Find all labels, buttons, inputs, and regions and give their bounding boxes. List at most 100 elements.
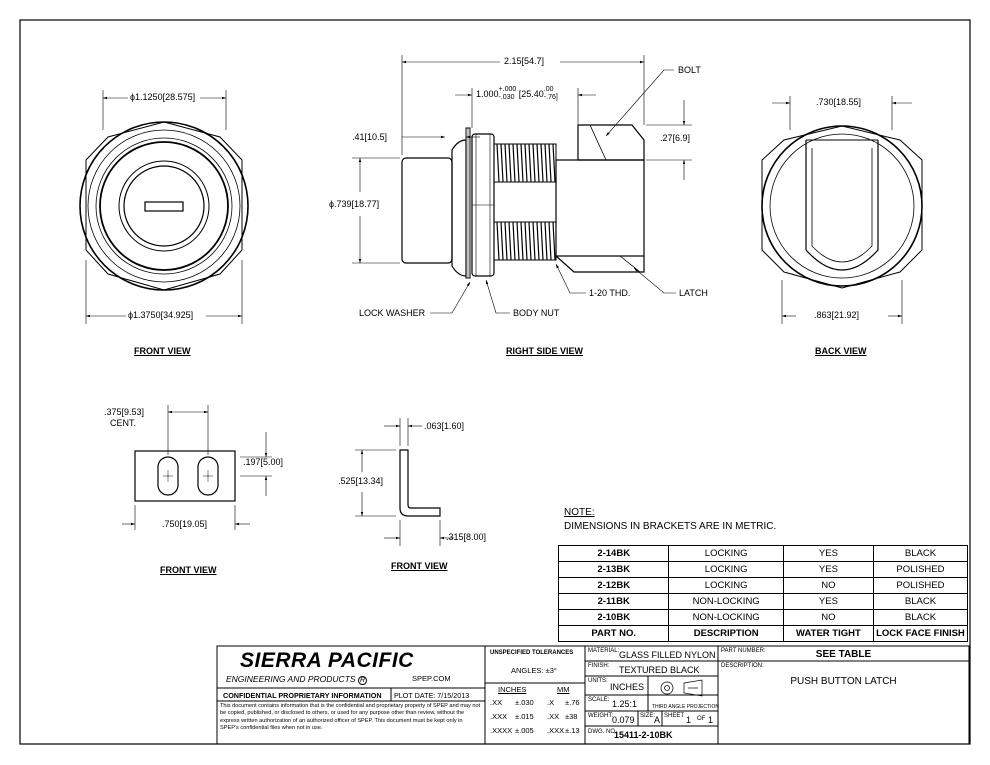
bracket-thickness-dim: .063[1.60] bbox=[424, 421, 465, 431]
angles-tolerance: ANGLES: ±3° bbox=[511, 666, 557, 675]
body-length-dim: 1.000+.000-.030 [25.40.00-.76] bbox=[476, 86, 558, 102]
tolerance-mm-tol: ±.76 bbox=[565, 698, 580, 707]
thread-line bbox=[512, 143, 516, 183]
front-diameter-bottom-dim: ϕ1.3750[34.925] bbox=[128, 310, 194, 320]
tol-mm-header: MM bbox=[557, 685, 570, 694]
tolerance-mm-fmt: .XX bbox=[547, 712, 560, 721]
part-number-value: SEE TABLE bbox=[815, 649, 872, 660]
of-value: 1 bbox=[708, 715, 714, 725]
parts-cell-water: YES bbox=[782, 545, 874, 562]
thread-line bbox=[548, 143, 552, 183]
size-value: A bbox=[654, 715, 661, 725]
thread-callout: 1-20 THD. bbox=[589, 288, 631, 298]
weight-label: WEIGHT: bbox=[588, 713, 613, 719]
back-bottom-dim: .863[21.92] bbox=[814, 310, 860, 320]
parts-cell-desc: DESCRIPTION bbox=[668, 625, 784, 642]
tolerance-in-tol: ±.005 bbox=[515, 726, 534, 735]
bracket-front-view-title: FRONT VIEW bbox=[160, 565, 217, 575]
parts-cell-desc: LOCKING bbox=[668, 561, 784, 578]
tolerance-in-tol: ±.015 bbox=[515, 712, 534, 721]
thread-line bbox=[496, 221, 500, 261]
back-top-dim: .730[18.55] bbox=[816, 97, 862, 107]
body-nut-callout: BODY NUT bbox=[513, 308, 560, 318]
body-tol-minus: -.030 bbox=[498, 94, 515, 101]
thread-line bbox=[552, 221, 556, 261]
thread-line bbox=[544, 221, 548, 261]
parts-cell-water: YES bbox=[782, 593, 874, 610]
parts-cell-desc: NON-LOCKING bbox=[668, 593, 784, 610]
slot-spacing-dim: .375[9.53] bbox=[104, 407, 145, 417]
parts-cell-water: WATER TIGHT bbox=[782, 625, 874, 642]
confidential-label: CONFIDENTIAL PROPRIETARY INFORMATION bbox=[223, 691, 382, 700]
parts-cell-finish: LOCK FACE FINISH bbox=[872, 625, 969, 642]
thread-line bbox=[520, 143, 524, 183]
thread-line bbox=[532, 143, 536, 183]
tolerance-in-tol: ±.030 bbox=[515, 698, 534, 707]
finish-value: TEXTURED BLACK bbox=[619, 665, 700, 675]
bracket-width-dim: .750[19.05] bbox=[162, 519, 208, 529]
description-label: DESCRIPTION: bbox=[721, 663, 764, 669]
slot-height-dim: .197[5.00] bbox=[243, 457, 284, 467]
part-number-label: PART NUMBER: bbox=[721, 648, 766, 654]
scale-label: SCALE: bbox=[588, 697, 610, 703]
parts-cell-part: 2-12BK bbox=[557, 577, 670, 594]
thread-line bbox=[496, 143, 500, 183]
of-label: OF bbox=[697, 716, 706, 722]
thread-line bbox=[528, 221, 532, 261]
thread-line bbox=[536, 221, 540, 261]
parts-cell-water: NO bbox=[782, 577, 874, 594]
weight-value: 0.079 bbox=[612, 715, 635, 725]
shaft-diameter-dim: ϕ.739[18.77] bbox=[329, 199, 380, 209]
parts-cell-desc: LOCKING bbox=[668, 545, 784, 562]
front-view-title: FRONT VIEW bbox=[134, 346, 191, 356]
parts-cell-part: 2-13BK bbox=[557, 561, 670, 578]
thread-line bbox=[540, 221, 544, 261]
thread-line bbox=[508, 143, 512, 183]
sheet-label: SHEET bbox=[664, 713, 685, 719]
thread-line bbox=[516, 143, 520, 183]
size-label: SIZE: bbox=[640, 713, 656, 719]
parts-cell-finish: BLACK bbox=[872, 609, 969, 626]
thread-line bbox=[520, 221, 524, 261]
right-side-view-title: RIGHT SIDE VIEW bbox=[506, 346, 584, 356]
thread-line bbox=[524, 221, 528, 261]
front-view-drawing bbox=[79, 90, 249, 324]
thread-line bbox=[512, 221, 516, 261]
bracket-front-view-drawing bbox=[122, 405, 272, 530]
parts-cell-part: 2-11BK bbox=[557, 593, 670, 610]
bracket-side-view-title: FRONT VIEW bbox=[391, 561, 448, 571]
thread-line bbox=[536, 143, 540, 183]
tolerance-mm-tol: ±38 bbox=[565, 712, 578, 721]
right-side-view-drawing bbox=[352, 55, 692, 314]
slot-center-note: CENT. bbox=[110, 418, 137, 428]
thread-line bbox=[500, 221, 504, 261]
company-url: SPEP.COM bbox=[412, 674, 451, 683]
tolerance-in-fmt: .XX bbox=[490, 698, 503, 707]
thread-line bbox=[508, 221, 512, 261]
scale-value: 1.25:1 bbox=[612, 699, 638, 709]
body-tol-plus: +.000 bbox=[498, 86, 517, 93]
tolerance-mm-fmt: .X bbox=[547, 698, 555, 707]
back-view-drawing bbox=[761, 96, 923, 324]
parts-cell-water: YES bbox=[782, 561, 874, 578]
sheet-value: 1 bbox=[686, 715, 692, 725]
tolerance-mm-tol: ±.13 bbox=[565, 726, 580, 735]
overall-length-dim: 2.15[54.7] bbox=[504, 56, 545, 66]
thread-line bbox=[552, 143, 556, 183]
thread-line bbox=[500, 143, 504, 183]
company-subtitle: ENGINEERING AND PRODUCTS R bbox=[226, 674, 367, 685]
tolerance-in-fmt: .XXX bbox=[490, 712, 508, 721]
back-view-title: BACK VIEW bbox=[815, 346, 867, 356]
latch-callout: LATCH bbox=[679, 288, 708, 298]
lock-washer-callout: LOCK WASHER bbox=[359, 308, 426, 318]
thread-line bbox=[544, 143, 548, 183]
plot-date: PLOT DATE: 7/15/2013 bbox=[394, 691, 470, 700]
